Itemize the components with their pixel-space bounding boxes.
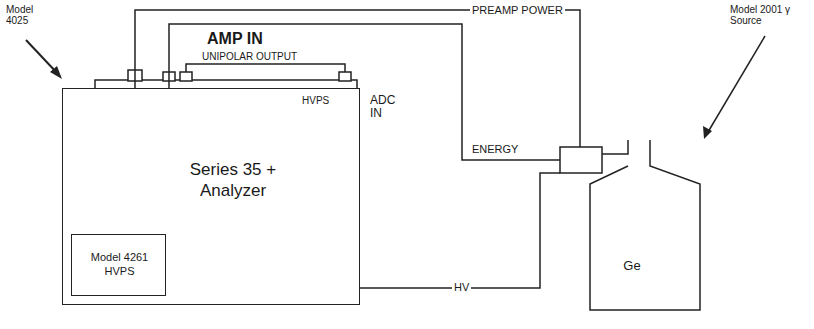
detector-outline [555, 140, 705, 312]
connector [180, 72, 192, 81]
callout-label: Model 2001 γ Source [728, 4, 812, 26]
analyzer-box: Series 35 + AnalyzerModel 4261 HVPS [62, 88, 360, 305]
callout-label: Model 4025 [4, 4, 52, 26]
node-text: Model 4261 HVPS [72, 251, 167, 279]
node-text: Ge [617, 258, 647, 274]
arrowhead [50, 66, 62, 79]
wire-label: PREAMP POWER [470, 4, 565, 16]
connector-name: ADC IN [368, 94, 408, 120]
signal-name: AMP IN [205, 30, 265, 48]
signal-name: UNIPOLAR OUTPUT [200, 51, 299, 62]
leader-line [708, 36, 765, 132]
leader-line [26, 40, 58, 74]
wire [186, 64, 345, 72]
hvps-box: Model 4261 HVPS [71, 234, 166, 296]
detector-assembly: Ge [555, 140, 705, 312]
connector [339, 72, 351, 81]
wire-label: HV [452, 281, 471, 293]
wire-label: ENERGY [470, 143, 520, 155]
arrowhead [703, 126, 712, 139]
node-text: Series 35 + Analyzer [168, 159, 298, 202]
connector-name: HVPS [300, 95, 331, 106]
